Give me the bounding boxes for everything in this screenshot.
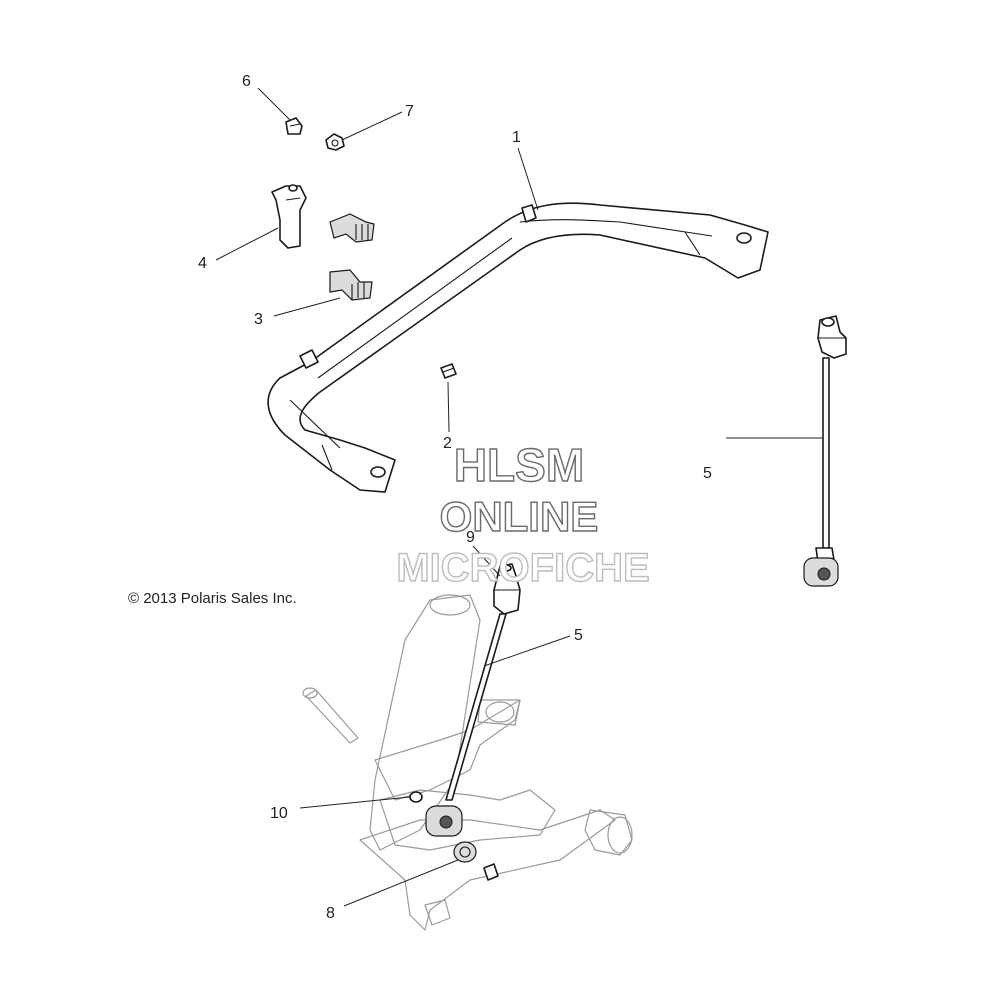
callout-8: 8 (326, 905, 335, 922)
watermark: HLSM ONLINE MICROFICHE (396, 438, 651, 590)
washer (409, 791, 423, 803)
mounting-bracket (271, 184, 375, 249)
callout-3: 3 (254, 311, 263, 328)
callout-7: 7 (405, 103, 414, 120)
bushing (329, 269, 373, 301)
stabilizer-link-lower (425, 563, 521, 837)
stabilizer-bar (267, 202, 769, 493)
leader-lines (215, 87, 822, 907)
copyright-notice: © 2013 Polaris Sales Inc. (128, 590, 297, 607)
callout-5-lower: 5 (574, 627, 583, 644)
callout-9: 9 (466, 529, 475, 546)
watermark-line-3: MICROFICHE (396, 546, 649, 590)
watermark-line-1: HLSM (454, 439, 584, 491)
mounting-bolt (302, 687, 359, 744)
lock-nut (325, 133, 345, 151)
spacer (453, 841, 499, 881)
callout-6: 6 (242, 73, 251, 90)
callout-1: 1 (512, 129, 521, 146)
watermark-line-2: ONLINE (440, 493, 599, 540)
hex-bolt (285, 117, 303, 135)
callout-4: 4 (198, 255, 207, 272)
callout-2: 2 (443, 435, 452, 452)
callout-labels: 6 7 1 4 3 2 5 9 5 10 8 (198, 73, 712, 922)
callout-5-right: 5 (703, 465, 712, 482)
callout-10: 10 (270, 805, 288, 822)
stabilizer-link-right (803, 315, 847, 587)
grease-fitting (440, 363, 457, 379)
